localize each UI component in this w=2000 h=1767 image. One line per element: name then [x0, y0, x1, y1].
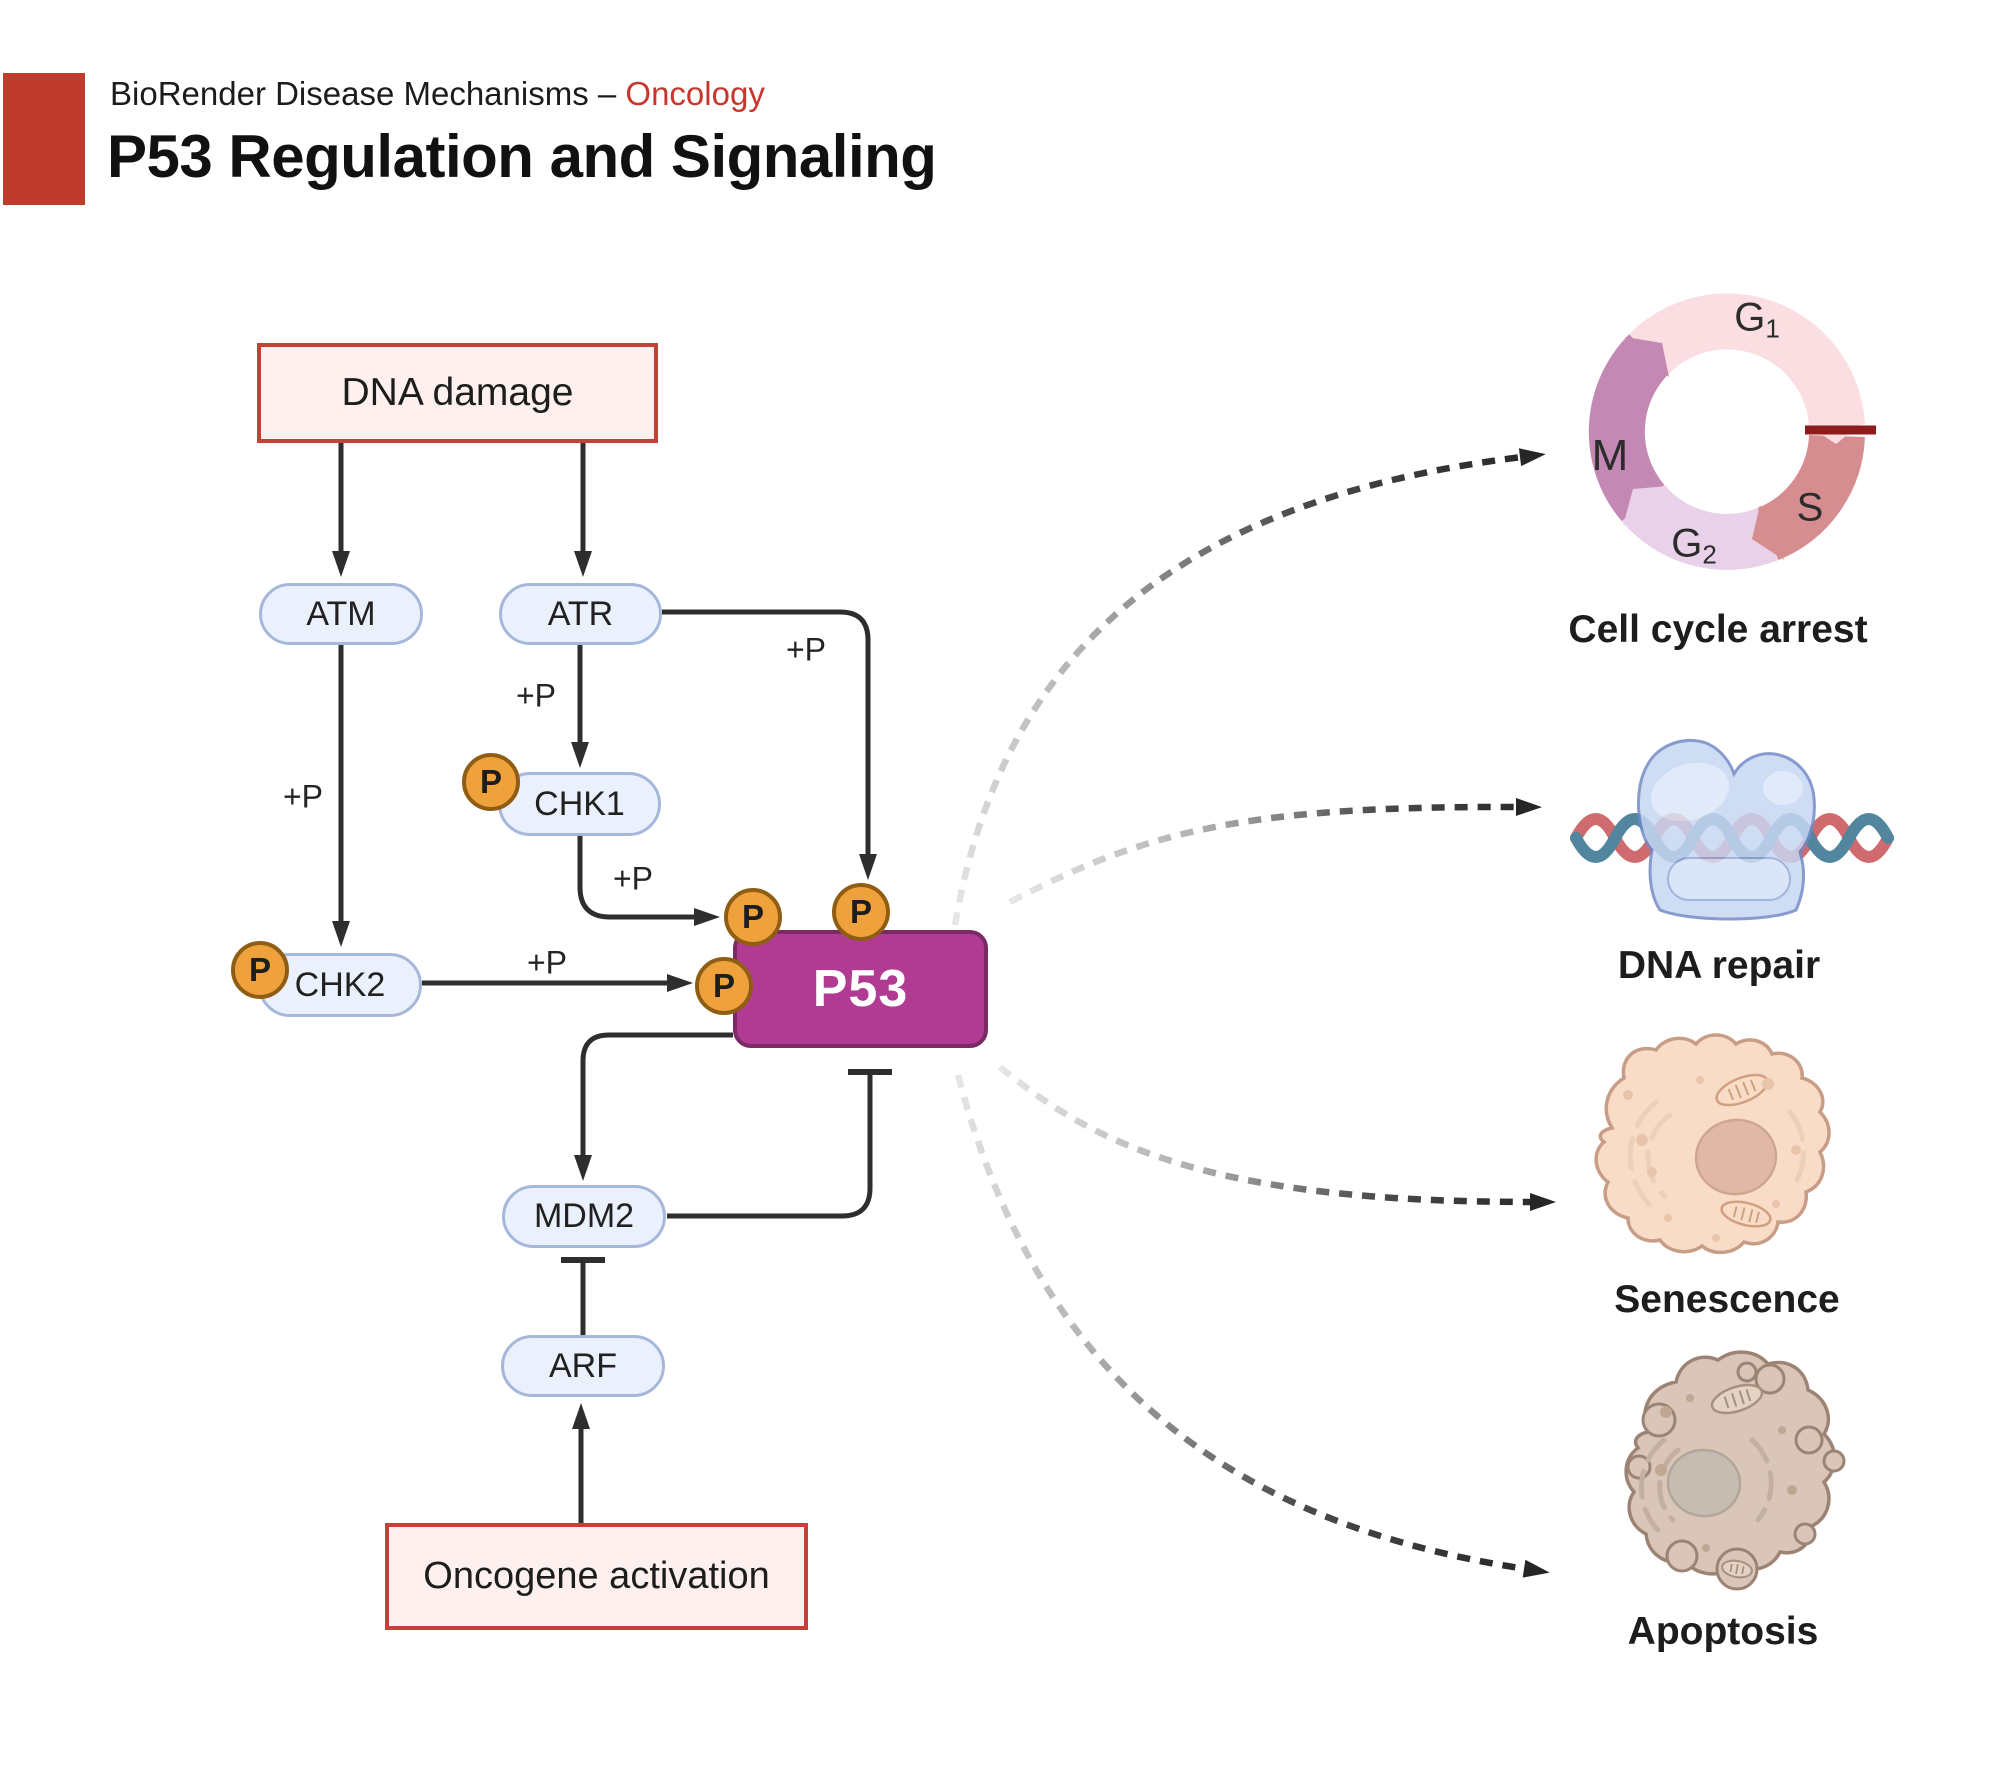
apoptotic-cell-icon: [1624, 1350, 1846, 1591]
phospho-badge-chk1: P: [462, 753, 520, 811]
brand-accent-square: [3, 73, 85, 205]
cell-cycle-ring-icon: [1588, 293, 1876, 570]
senescent-cell-membrane: [1594, 1033, 1831, 1255]
dna-strand-teal: [1570, 813, 1894, 863]
node-chk2: CHK2: [258, 953, 422, 1017]
senescent-er: [1627, 1099, 1807, 1208]
cycle-chevron-m-to-g1: [1625, 337, 1669, 377]
phospho-badge-chk2: P: [231, 941, 289, 999]
apoptotic-mitochondrion-bleb: [1721, 1559, 1753, 1579]
phospho-badge-p53-top-left: P: [724, 888, 782, 946]
dashed-arrow-p53-to-senescence: [997, 1064, 1556, 1211]
senescent-cell-icon: [1594, 1033, 1831, 1255]
apoptotic-nucleus: [1666, 1448, 1742, 1518]
node-oncogene-activation: Oncogene activation: [385, 1523, 808, 1630]
senescent-nucleus: [1694, 1118, 1778, 1196]
cycle-phase-m: M: [1591, 431, 1629, 480]
brand-line-category: Oncology: [625, 75, 765, 112]
node-mdm2: MDM2: [502, 1185, 666, 1248]
node-atr: ATR: [499, 583, 662, 645]
outcome-label-dna-repair: DNA repair: [1617, 944, 1821, 987]
node-chk1: CHK1: [498, 772, 661, 836]
phospho-badge-p53-top-right: P: [832, 883, 890, 941]
phospho-badge-p53-left: P: [695, 957, 753, 1015]
node-p53: P53: [733, 930, 988, 1048]
cycle-phase-g2: G2: [1671, 521, 1717, 570]
phospho-label-atr-p53: +P: [785, 631, 827, 668]
phospho-label-atm-chk2: +P: [282, 778, 324, 815]
dashed-arrow-p53-to-dna-repair: [1008, 797, 1542, 905]
apoptotic-mitochondrion-top: [1710, 1383, 1764, 1415]
apoptotic-blebs: [1626, 1361, 1846, 1591]
cycle-chevron-g1-to-s: [1807, 420, 1866, 444]
brand-line: BioRender Disease Mechanisms – Oncology: [110, 74, 765, 114]
senescent-granules: [1623, 1076, 1801, 1242]
outcome-label-senescence: Senescence: [1614, 1278, 1840, 1321]
page-title: P53 Regulation and Signaling: [107, 123, 937, 190]
apoptotic-er: [1638, 1437, 1774, 1533]
phospho-label-chk1-p53: +P: [612, 860, 654, 897]
repair-protein-blob: [1636, 738, 1816, 921]
node-dna-damage: DNA damage: [257, 343, 658, 443]
brand-line-prefix: BioRender Disease Mechanisms –: [110, 75, 626, 112]
phospho-label-atr-chk1: +P: [515, 677, 557, 714]
cycle-chevron-s-to-g2: [1752, 505, 1784, 560]
dashed-arrow-p53-to-cell-cycle-arrest: [951, 448, 1546, 926]
apoptotic-cell-body: [1624, 1350, 1837, 1576]
cycle-phase-s: S: [1796, 485, 1824, 530]
arrow-p53-to-mdm2: [574, 1032, 733, 1181]
senescent-mitochondrion-top: [1715, 1073, 1769, 1107]
dna-strand-red: [1570, 813, 1894, 863]
arrow-atr-to-p53: [662, 609, 877, 880]
senescent-mitochondrion-bottom: [1720, 1200, 1772, 1228]
phospho-label-chk2-p53: +P: [526, 944, 568, 981]
outcome-label-apoptosis: Apoptosis: [1627, 1610, 1819, 1653]
cycle-chevron-g2-to-m: [1623, 486, 1668, 526]
node-atm: ATM: [259, 583, 423, 645]
outcome-label-cell-cycle-arrest: Cell cycle arrest: [1568, 608, 1868, 651]
inhibition-mdm2-to-p53: [667, 1074, 873, 1219]
apoptotic-granules: [1655, 1394, 1797, 1552]
cycle-phase-g1: G1: [1734, 295, 1780, 344]
node-arf: ARF: [501, 1335, 665, 1397]
dashed-arrow-p53-to-apoptosis: [954, 1074, 1550, 1578]
dna-repair-icon: [1570, 738, 1894, 921]
